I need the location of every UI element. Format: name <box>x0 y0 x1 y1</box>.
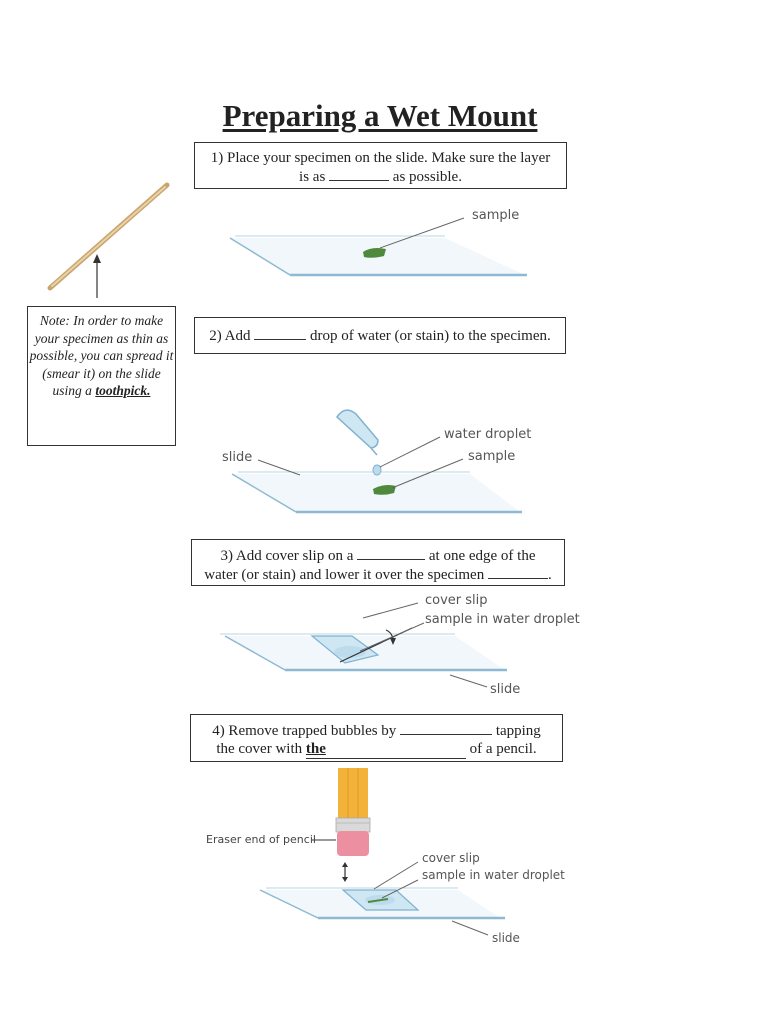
step-1-line-1: 1) Place your specimen on the slide. Mak… <box>210 150 551 166</box>
step-4-blank-1 <box>400 721 493 735</box>
step-1-line-2: is as as possible. <box>299 167 462 185</box>
step-3-blank-2 <box>487 565 548 579</box>
step-3-blank-1 <box>357 546 426 560</box>
step-1-blank <box>329 167 390 181</box>
label-slide-2: slide <box>222 450 253 465</box>
page-title: Preparing a Wet Mount <box>222 98 538 133</box>
label-slide-3: slide <box>490 682 521 697</box>
label-water-droplet: water droplet <box>444 427 532 442</box>
step-4-line-1: 4) Remove trapped bubbles by tapping <box>212 721 541 739</box>
toothpick-illustration <box>47 182 170 298</box>
step-2-box: 2) Add drop of water (or stain) to the s… <box>194 317 566 354</box>
step-3-line-2: water (or stain) and lower it over the s… <box>204 565 552 583</box>
label-cover-slip-3: cover slip <box>425 593 488 608</box>
slide-4-illustration <box>259 861 505 936</box>
label-sample-2: sample <box>468 449 516 464</box>
step-4-box: 4) Remove trapped bubbles by tapping the… <box>190 714 563 762</box>
toothpick-note: Note: In order to make your specimen as … <box>27 306 176 446</box>
slide-3-illustration <box>220 602 507 688</box>
note-emphasis: toothpick. <box>95 383 151 398</box>
label-slide-4: slide <box>492 931 520 945</box>
step-2-blank <box>254 326 307 340</box>
pencil-illustration <box>312 768 371 882</box>
step-3-box: 3) Add cover slip on a at one edge of th… <box>191 539 565 586</box>
slide-2-illustration <box>231 409 522 514</box>
label-sample-1: sample <box>472 208 520 223</box>
label-sample-water-4: sample in water droplet <box>422 868 565 882</box>
label-sample-water-3: sample in water droplet <box>425 612 580 627</box>
step-1-box: 1) Place your specimen on the slide. Mak… <box>194 142 567 189</box>
step-3-line-1: 3) Add cover slip on a at one edge of th… <box>220 546 536 564</box>
label-eraser-end: Eraser end of pencil <box>206 833 316 846</box>
step-4-line-2: the cover with the of a pencil. <box>216 740 537 759</box>
step-4-blank-2: the <box>305 740 466 759</box>
label-cover-slip-4: cover slip <box>422 851 480 865</box>
slide-1-illustration <box>229 217 527 277</box>
